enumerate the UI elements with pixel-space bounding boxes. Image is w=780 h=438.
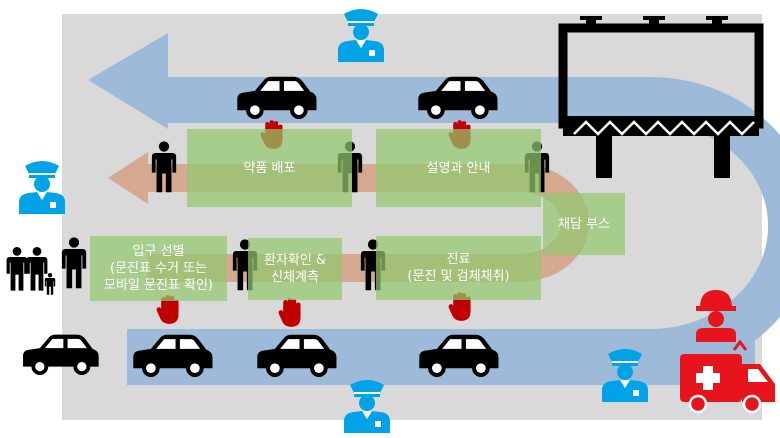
family-icon bbox=[6, 247, 56, 295]
walk-lane-arrowhead bbox=[108, 152, 148, 204]
station-treatment: 진료 (문진 및 검체채취) bbox=[376, 236, 541, 300]
station-sampling-booth: 채담 부스 bbox=[543, 193, 625, 255]
car-lane bbox=[127, 77, 780, 385]
firefighter-icon bbox=[696, 290, 736, 342]
billboard-icon bbox=[558, 16, 764, 178]
ambulance-icon bbox=[680, 339, 775, 414]
car-lane-arrowhead bbox=[88, 33, 168, 129]
police-officer-icon bbox=[19, 161, 65, 214]
station-patient-check: 환자확인 & 신체계측 bbox=[248, 238, 342, 300]
station-explanation: 설명과 안내 bbox=[376, 129, 541, 207]
station-entrance-screening: 입구 선별 (문진표 수거 또는 모바일 문진표 확인) bbox=[90, 236, 227, 301]
station-drug-distribution: 약품 배포 bbox=[187, 129, 352, 207]
